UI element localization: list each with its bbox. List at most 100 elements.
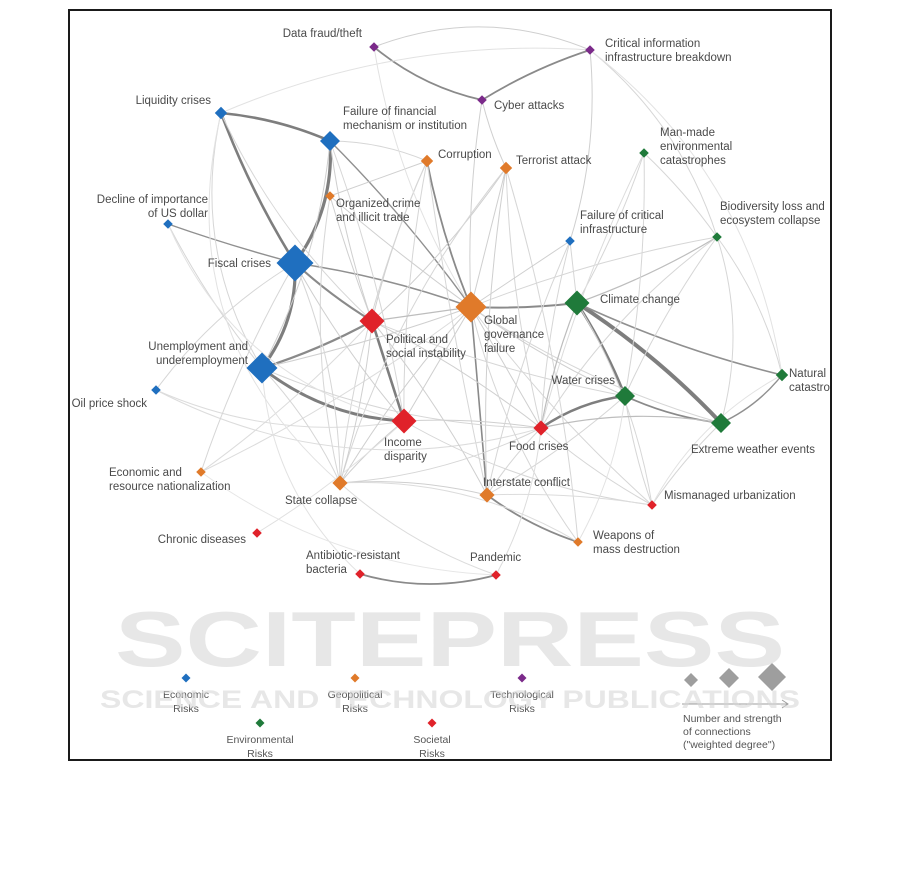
node-oil-price-shock-icon — [151, 385, 161, 395]
edge-biodiversity-loss-extreme-weather — [716, 236, 734, 424]
edge-interstate-conflict-global-governance — [470, 306, 488, 496]
legend-economic-icon — [181, 673, 191, 683]
node-label-line: Water crises — [552, 375, 616, 387]
node-label-line: Extreme weather events — [691, 444, 815, 456]
node-label-line: Food crises — [509, 441, 569, 453]
edge-global-governance-extreme-weather — [470, 306, 722, 424]
node-extreme-weather-icon — [711, 413, 731, 433]
edge-fiscal-crises-state-collapse — [294, 262, 341, 484]
edge-political-instability-food-crises — [371, 320, 542, 429]
edge-oil-price-shock-food-crises — [155, 389, 542, 451]
edge-climate-change-extreme-weather — [575, 301, 723, 425]
edge-pandemic-food-crises — [495, 427, 542, 576]
legend-label-line: Economic — [163, 689, 209, 701]
edge-antibiotic-bacteria-pandemic — [359, 573, 497, 585]
node-label-fiscal-crises: Fiscal crises — [208, 258, 272, 270]
edge-unemployment-income-disparity — [260, 366, 406, 423]
edge-cyber-attacks-global-governance — [469, 99, 483, 308]
node-label-line: Antibiotic-resistant — [306, 550, 401, 562]
node-label-line: bacteria — [306, 564, 348, 576]
legend-size-1-icon — [684, 673, 698, 687]
edge-state-collapse-pandemic — [339, 482, 497, 576]
node-global-governance-icon — [455, 291, 487, 323]
edge-income-disparity-mismanaged-urbanization — [403, 420, 653, 506]
edge-climate-change-natural-catastrophes — [576, 302, 783, 376]
edge-global-governance-mismanaged-urbanization — [470, 306, 653, 506]
edge-organized-crime-political-instability — [329, 195, 373, 322]
node-label-food-crises: Food crises — [509, 441, 569, 453]
legend-size-3-icon — [758, 663, 786, 691]
edge-state-collapse-interstate-conflict — [339, 481, 488, 496]
edge-oil-price-shock-income-disparity — [155, 389, 405, 428]
node-political-instability-icon — [359, 308, 385, 334]
node-label-line: infrastructure — [580, 224, 647, 236]
node-label-line: Critical information — [605, 38, 700, 50]
legend-technological-icon — [517, 673, 527, 683]
node-label-oil-price-shock: Oil price shock — [72, 398, 148, 410]
edge-income-disparity-food-crises — [403, 419, 542, 429]
node-label-chronic-diseases: Chronic diseases — [158, 534, 246, 546]
node-label-natural-catastrophes: Naturalcatastrophes — [789, 368, 830, 394]
edge-extreme-weather-mismanaged-urbanization — [651, 422, 722, 506]
legend-arrowhead-icon — [781, 699, 789, 709]
node-label-line: Mismanaged urbanization — [664, 490, 796, 502]
legend-label-line: Geopolitical — [328, 689, 383, 701]
node-label-line: Weapons of — [593, 530, 655, 542]
node-chronic-diseases-icon — [252, 528, 262, 538]
node-corruption-icon — [420, 154, 434, 168]
edge-global-governance-climate-change — [470, 302, 578, 309]
edge-economic-nationalization-fiscal-crises — [200, 262, 296, 473]
legend-geopolitical-icon — [350, 673, 360, 683]
watermark-line2: SCIENCE AND TECHNOLOGY PUBLICATIONS — [100, 686, 800, 714]
node-unemployment-icon — [246, 352, 278, 384]
node-label-line: disparity — [384, 451, 427, 463]
node-natural-catastrophes-icon — [775, 368, 789, 382]
node-label-liquidity-crises: Liquidity crises — [136, 95, 212, 107]
node-label-data-fraud: Data fraud/theft — [283, 28, 363, 40]
legend-label-line: Risks — [173, 703, 199, 715]
edge-unemployment-political-instability — [260, 319, 374, 370]
node-label-water-crises: Water crises — [552, 375, 616, 387]
node-label-extreme-weather: Extreme weather events — [691, 444, 815, 456]
edge-food-crises-mismanaged-urbanization — [540, 427, 653, 506]
edge-liquidity-crises-state-collapse — [208, 112, 341, 484]
edge-terrorist-attack-global-governance — [470, 167, 507, 308]
edge-terrorist-attack-weapons-mass-destruction — [505, 167, 579, 543]
edge-food-crises-extreme-weather — [540, 415, 722, 429]
node-label-line: mass destruction — [593, 544, 680, 556]
edge-data-fraud-critical-info — [373, 26, 591, 51]
edge-liquidity-crises-critical-info — [220, 47, 591, 114]
edge-failure-financial-political-instability — [329, 140, 373, 322]
node-label-line: governance — [484, 329, 544, 341]
edge-political-instability-state-collapse — [339, 320, 373, 484]
node-food-crises-icon — [533, 420, 549, 436]
legend-size-2-icon — [719, 668, 739, 688]
node-label-line: social instability — [386, 348, 466, 360]
edge-natural-catastrophes-mismanaged-urbanization — [651, 374, 783, 506]
node-label-line: Pandemic — [470, 552, 521, 564]
node-label-line: Failure of critical — [580, 210, 664, 222]
edge-fiscal-crises-liquidity-crises — [219, 111, 297, 265]
node-weapons-mass-destruction-icon — [573, 537, 583, 547]
node-label-weapons-mass-destruction: Weapons of mass destruction — [593, 530, 680, 556]
edge-fiscal-crises-global-governance — [294, 262, 472, 308]
edge-man-made-env-biodiversity-loss — [643, 152, 718, 238]
node-income-disparity-icon — [391, 408, 417, 434]
node-label-line: Natural — [789, 368, 826, 380]
edge-data-fraud-global-governance — [373, 46, 472, 308]
node-label-line: failure — [484, 343, 515, 355]
edge-decline-us-dollar-income-disparity — [167, 223, 405, 422]
edge-water-crises-food-crises — [539, 394, 627, 430]
node-fiscal-crises-icon — [276, 244, 314, 282]
